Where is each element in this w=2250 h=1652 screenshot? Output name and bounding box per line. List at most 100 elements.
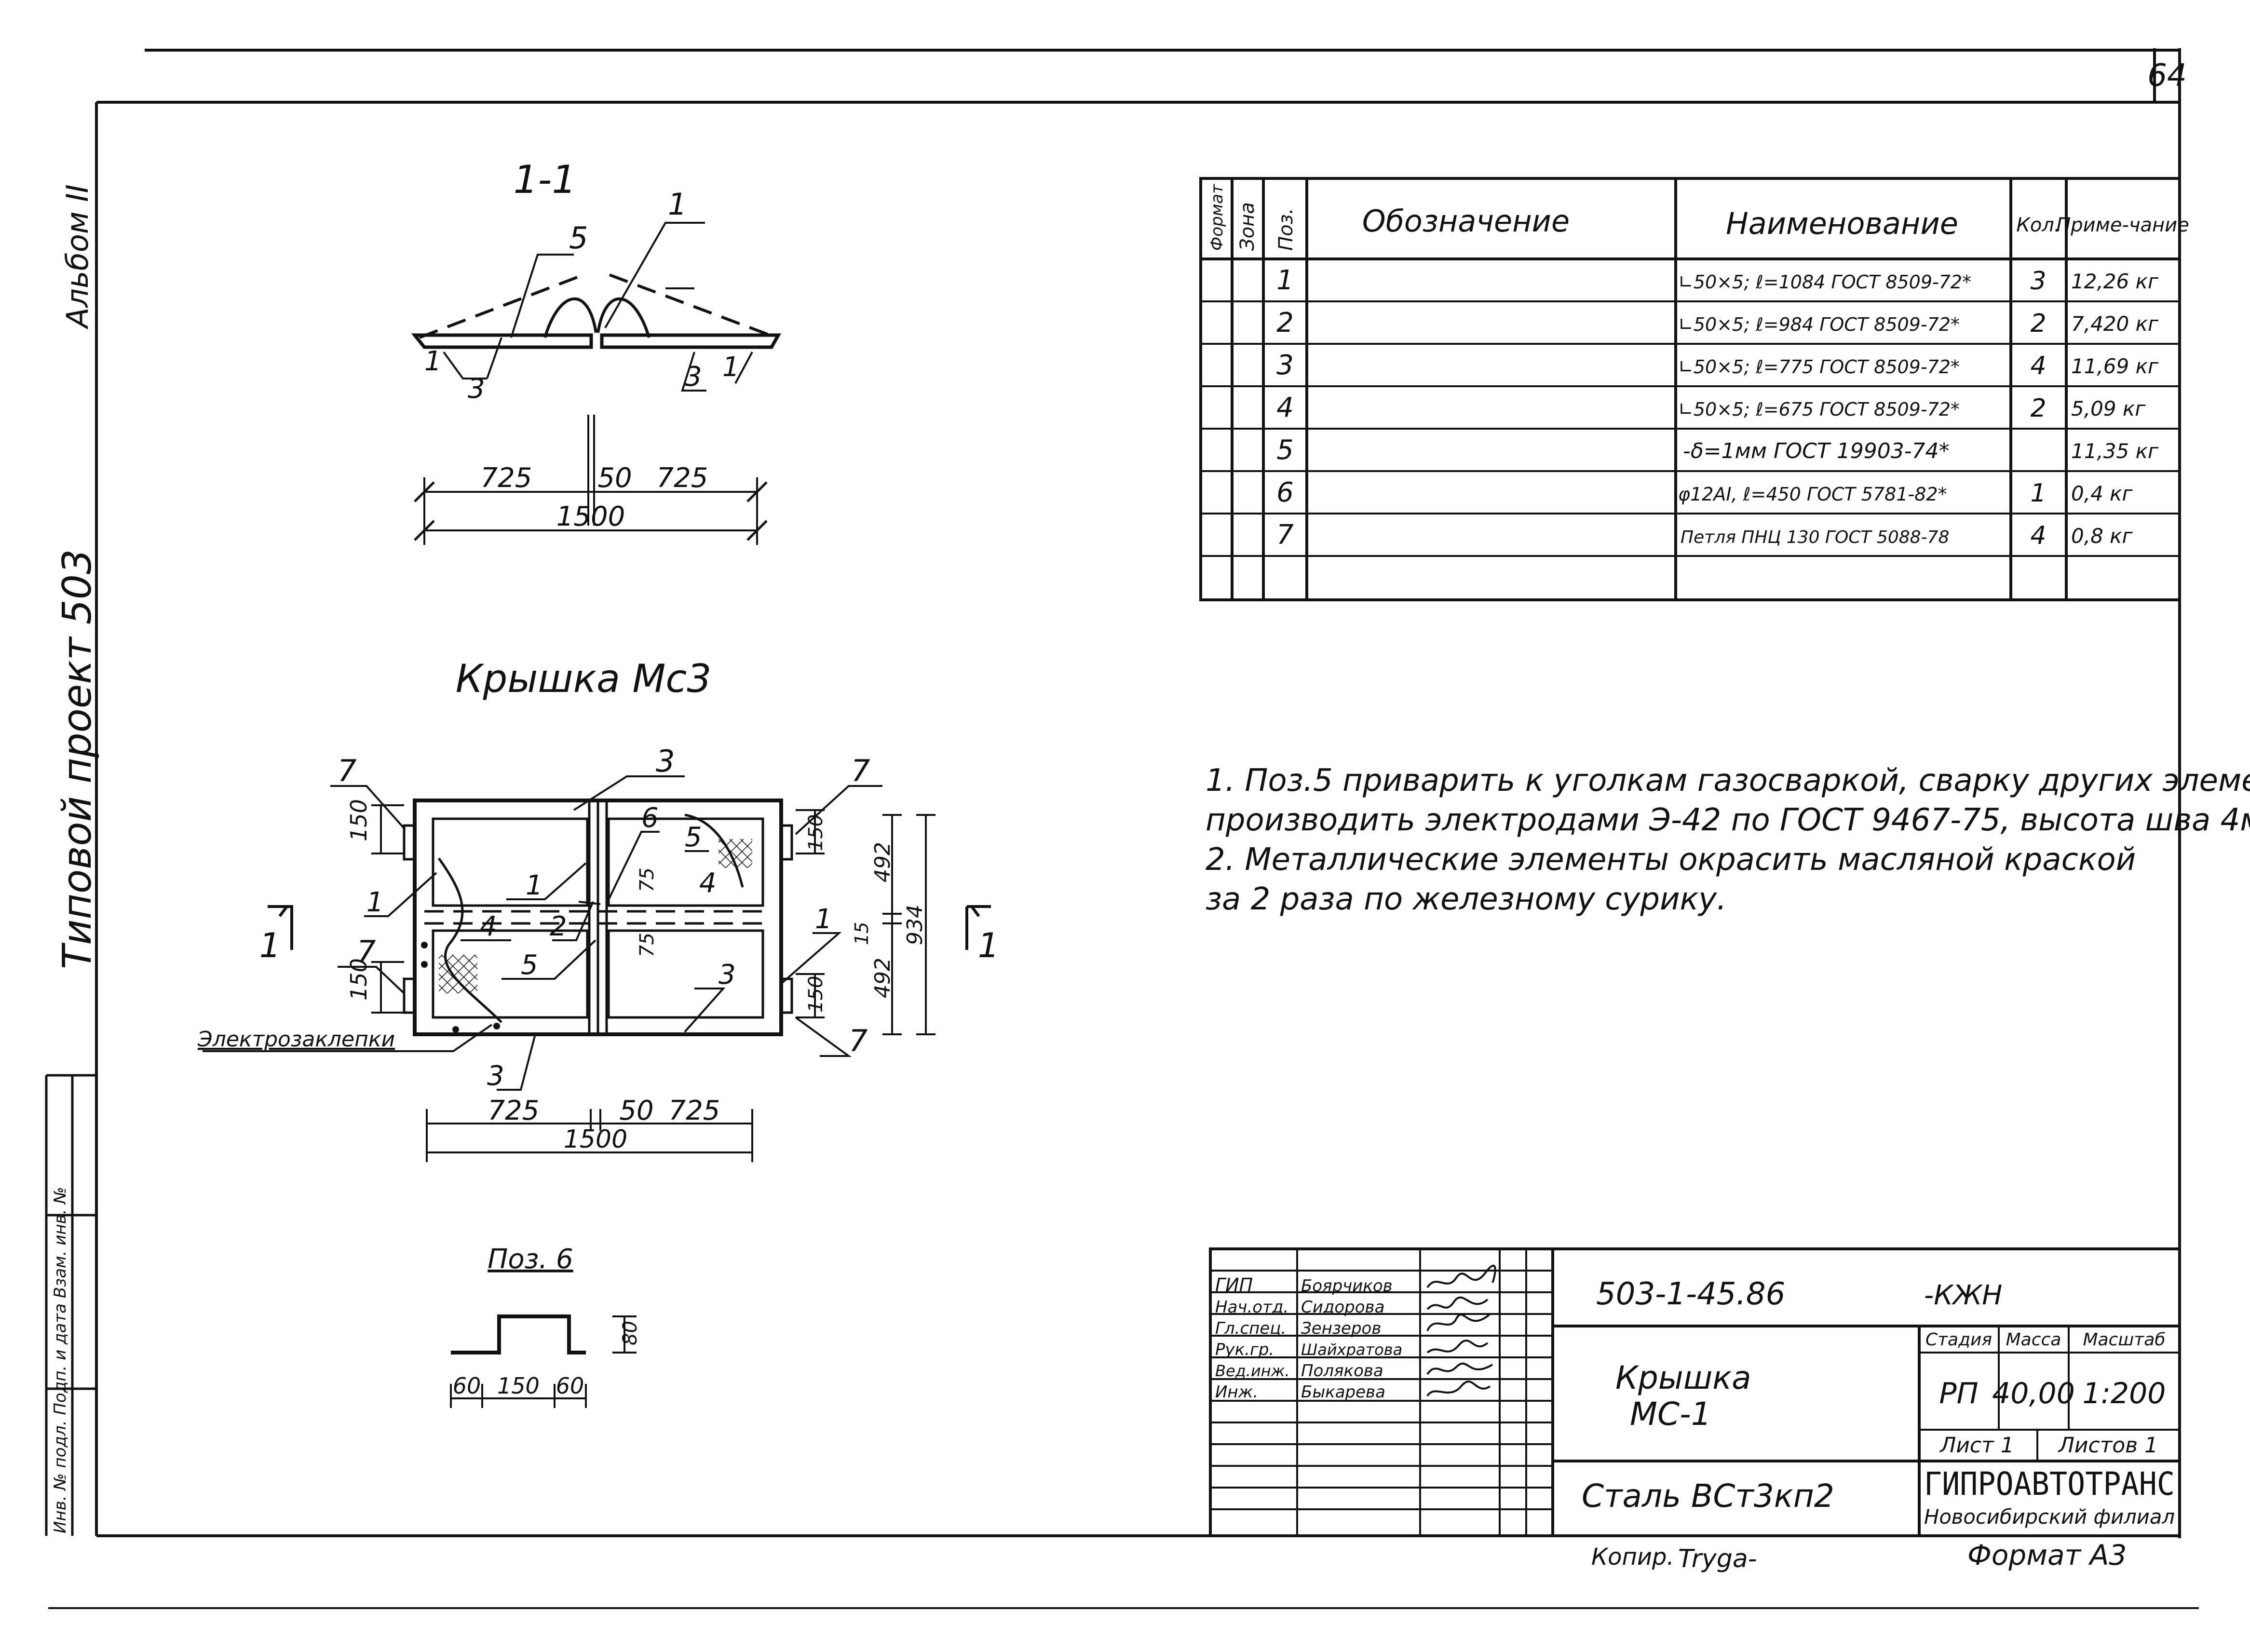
plan-callout-4-left: 4 xyxy=(480,911,497,942)
row-note: 5,09 кг xyxy=(2071,397,2146,420)
section-1-1: 1-1 5 1 xyxy=(411,157,781,545)
plan-dim-center-top: 75 xyxy=(636,867,658,892)
staff-name: Шайхратова xyxy=(1301,1341,1402,1359)
row-qty: 2 xyxy=(2030,309,2046,338)
row-qty: 3 xyxy=(2030,267,2046,296)
plan-dim-right-492-top: 492 xyxy=(870,842,895,882)
sheets-label: Листов 1 xyxy=(2058,1433,2158,1458)
plan-callout-3-top: 3 xyxy=(656,744,675,779)
row-qty: 1 xyxy=(2030,479,2046,508)
page-number: 64 xyxy=(2147,58,2186,94)
section-callout-1-top: 1 xyxy=(668,187,687,222)
plan-callout-1-right: 1 xyxy=(815,904,832,935)
detail-dim-left: 60 xyxy=(453,1373,481,1399)
plan-callout-3-bottom: 3 xyxy=(487,1060,504,1092)
staff-row: Рук.гр. Шайхратова xyxy=(1215,1340,1402,1359)
scale-value: 1:200 xyxy=(2083,1377,2166,1410)
header-note: Приме-чание xyxy=(2056,214,2189,236)
plan-dim-right-934: 934 xyxy=(903,905,927,945)
plan-dim-bottom-right: 725 xyxy=(669,1095,720,1126)
plan-callout-1-left: 1 xyxy=(366,887,384,918)
staff-row: Инж. Быкарева xyxy=(1215,1382,1385,1402)
staff-name: Боярчиков xyxy=(1301,1276,1393,1296)
row-qty: 4 xyxy=(2030,352,2046,380)
row-name: ∟50×5; ℓ=675 ГОСТ 8509-72* xyxy=(1678,399,1960,420)
header-format: Формат xyxy=(1207,184,1227,251)
row-qty: 4 xyxy=(2030,521,2046,550)
row-note: 0,8 кг xyxy=(2071,524,2133,548)
section-dim-left: 725 xyxy=(481,462,532,494)
plan-dim-bottom-left: 725 xyxy=(488,1095,540,1126)
plan-callout-6: 6 xyxy=(641,802,659,834)
plan-dim-left-bottom: 150 xyxy=(346,958,372,1001)
material: Сталь ВСт3кп2 xyxy=(1582,1477,1834,1515)
staff-role: Инж. xyxy=(1215,1382,1258,1402)
section-dim-right: 725 xyxy=(657,462,708,494)
plan-dim-bottom-total: 1500 xyxy=(564,1125,627,1154)
table-row: 7 Петля ПНЦ 130 ГОСТ 5088-78 4 0,8 кг xyxy=(1276,519,2133,551)
signature-marks xyxy=(1426,1264,1496,1397)
plan-callout-7-tl: 7 xyxy=(338,753,356,788)
plan-callout-7-bl: 7 xyxy=(357,934,376,969)
plan-dim-left-top: 150 xyxy=(346,799,372,841)
plan-dim-right-492-bottom: 492 xyxy=(870,958,895,998)
plan-callout-1-center: 1 xyxy=(526,870,543,901)
row-pos: 2 xyxy=(1276,307,1294,339)
row-pos: 4 xyxy=(1276,392,1294,423)
staff-name: Быкарева xyxy=(1301,1382,1385,1402)
section-dim-total: 1500 xyxy=(556,501,625,532)
table-row: 1 ∟50×5; ℓ=1084 ГОСТ 8509-72* 3 12,26 кг xyxy=(1276,265,2159,296)
row-note: 11,35 кг xyxy=(2071,439,2159,463)
row-name: ∟50×5; ℓ=775 ГОСТ 8509-72* xyxy=(1678,356,1960,378)
note-line: за 2 раза по железному сурику. xyxy=(1206,881,1726,917)
plan-cut-mark-left: 1 xyxy=(259,926,281,965)
weld-dots xyxy=(421,942,500,1033)
plan-dim-right-bottom: 150 xyxy=(805,976,827,1013)
section-callout-3-left: 3 xyxy=(468,373,485,405)
staff-row: ГИП Боярчиков xyxy=(1215,1274,1393,1296)
stage-value: РП xyxy=(1939,1377,1978,1410)
note-line: 1. Поз.5 приварить к уголкам газосваркой… xyxy=(1206,763,2250,799)
row-pos: 3 xyxy=(1276,350,1294,381)
row-pos: 5 xyxy=(1276,434,1294,466)
staff-role: Гл.спец. xyxy=(1215,1319,1286,1338)
weld-note: Электрозаклепки xyxy=(197,1027,395,1052)
row-note: 0,4 кг xyxy=(2071,482,2133,505)
section-callout-1-left: 1 xyxy=(424,346,442,377)
staff-role: ГИП xyxy=(1215,1274,1253,1296)
stage-label: Стадия xyxy=(1925,1330,1992,1350)
doc-number: 503-1-45.86 xyxy=(1596,1276,1785,1312)
plan-dim-right-15: 15 xyxy=(851,922,872,945)
table-row: 4 ∟50×5; ℓ=675 ГОСТ 8509-72* 2 5,09 кг xyxy=(1276,392,2146,423)
mesh-hatch-left xyxy=(439,955,477,993)
side-stamp-label: Инв. № подл. Подп. и дата Взам. инв. № xyxy=(51,1187,70,1533)
row-pos: 6 xyxy=(1276,477,1294,508)
staff-role: Вед.инж. xyxy=(1215,1362,1290,1380)
staff-name: Полякова xyxy=(1301,1361,1383,1381)
row-note: 7,420 кг xyxy=(2071,312,2159,336)
table-row: 5 -δ=1мм ГОСТ 19903-74* 11,35 кг xyxy=(1276,434,2159,466)
row-name: ∟50×5; ℓ=1084 ГОСТ 8509-72* xyxy=(1678,271,1971,293)
plan-callout-5-left: 5 xyxy=(521,949,538,981)
copy-signature: Tryga- xyxy=(1678,1544,1757,1573)
header-zone: Зона xyxy=(1236,202,1259,251)
header-designation: Обозначение xyxy=(1362,203,1570,239)
staff-row: Нач.отд. Сидорова xyxy=(1215,1298,1384,1317)
plan-view: Крышка Мс3 xyxy=(197,656,999,1162)
section-callout-5: 5 xyxy=(569,220,588,256)
side-stamp-grid xyxy=(45,1074,96,1536)
row-qty: 2 xyxy=(2030,394,2046,423)
row-name: -δ=1мм ГОСТ 19903-74* xyxy=(1683,439,1950,463)
plan-callout-3-bottom-right: 3 xyxy=(718,959,736,990)
plan-callout-2: 2 xyxy=(550,911,567,942)
staff-name: Зензеров xyxy=(1301,1319,1381,1338)
row-note: 12,26 кг xyxy=(2071,270,2159,293)
section-title: 1-1 xyxy=(514,157,577,202)
note-line: 2. Металлические элементы окрасить масля… xyxy=(1206,842,2136,878)
staff-role: Нач.отд. xyxy=(1215,1298,1288,1317)
row-name: φ12АI, ℓ=450 ГОСТ 5781-82* xyxy=(1678,484,1947,505)
row-name: ∟50×5; ℓ=984 ГОСТ 8509-72* xyxy=(1678,314,1960,335)
table-row: 6 φ12АI, ℓ=450 ГОСТ 5781-82* 1 0,4 кг xyxy=(1276,477,2133,508)
section-callout-1-right: 1 xyxy=(722,352,740,383)
